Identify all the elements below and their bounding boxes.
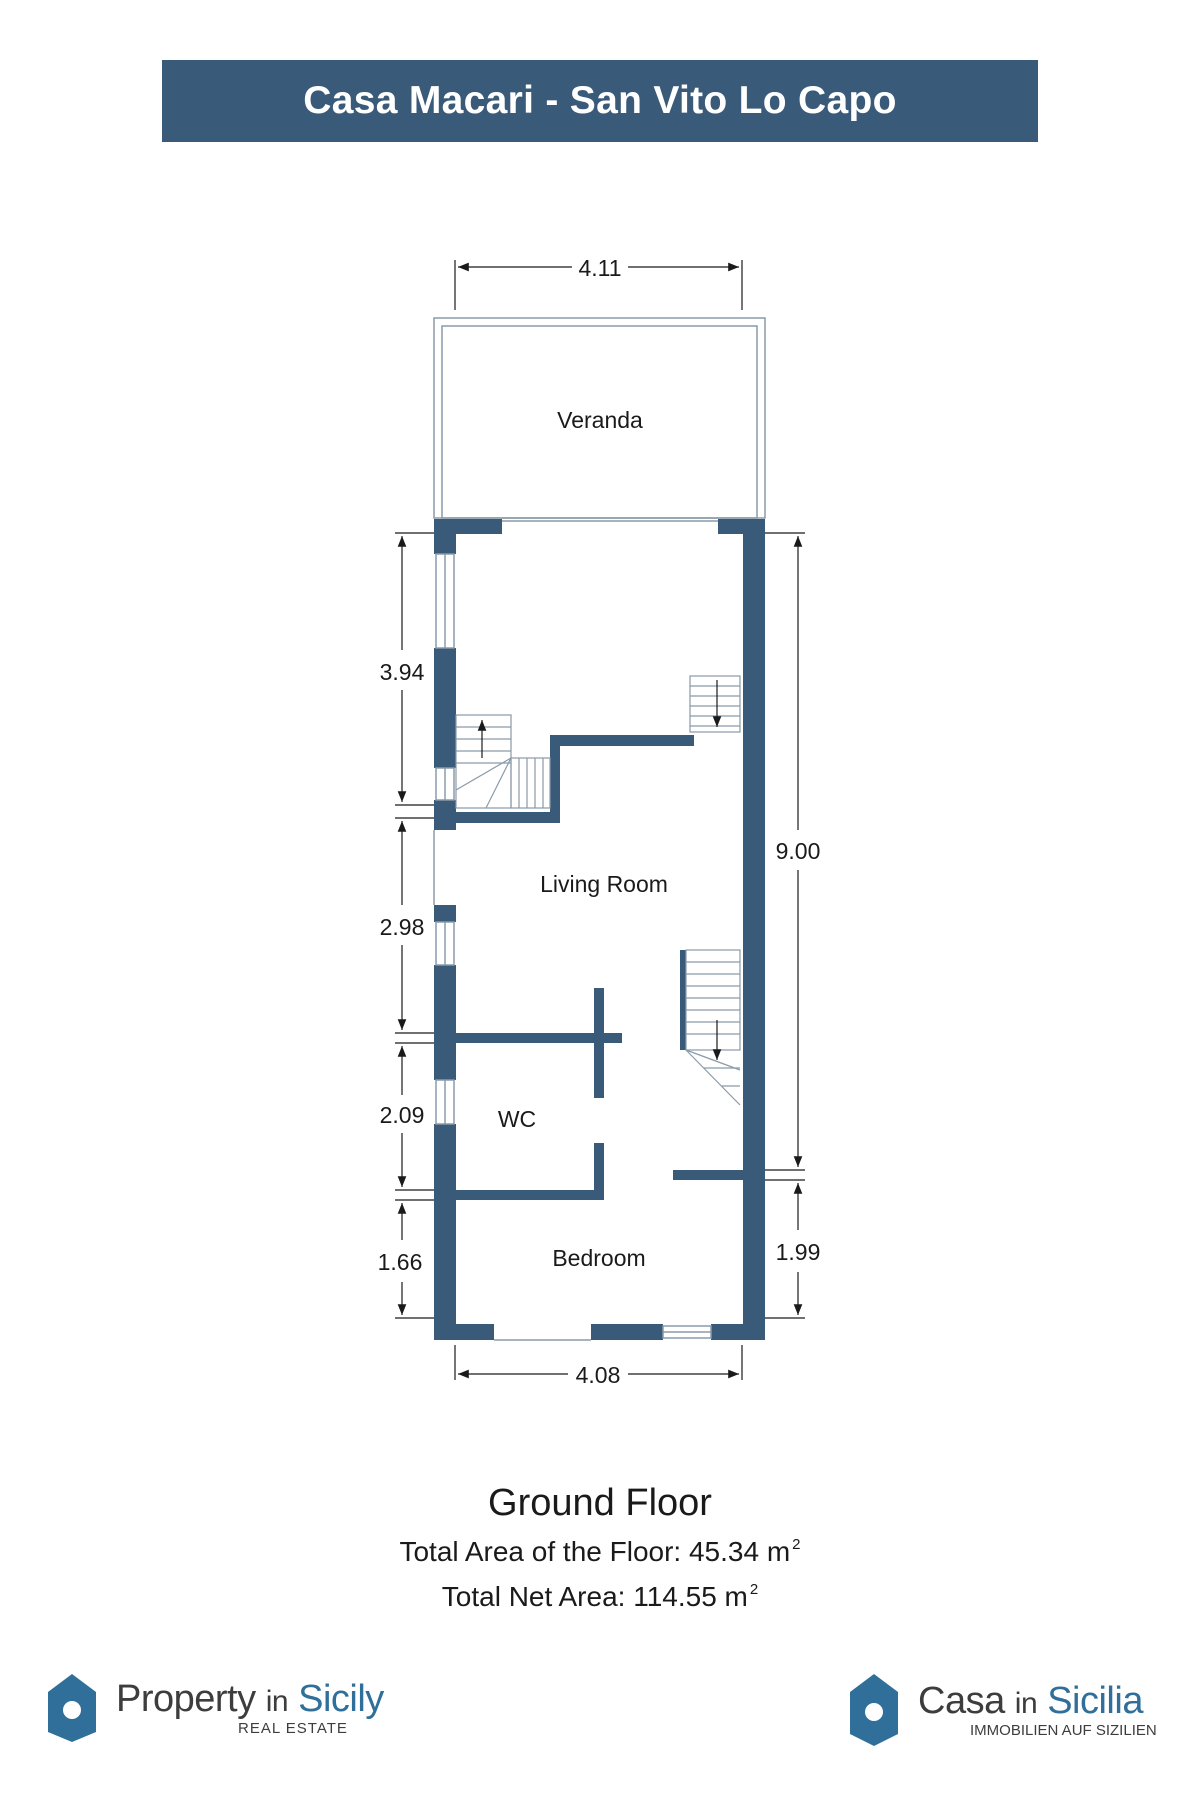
room-label-living-room: Living Room [540,871,668,897]
page-title: Casa Macari - San Vito Lo Capo [303,79,897,122]
logo-left-word-1: Property [116,1678,256,1720]
dimension-right-bottom: 1.99 [776,1239,821,1265]
stairs [455,675,741,1106]
total-area-unit-superscript: 2 [792,1536,801,1553]
casa-in-sicilia-wordmark: Casa in Sicilia IMMOBILIEN AUF SIZILIEN [918,1682,1157,1738]
dimension-left-wc: 2.09 [380,1102,425,1128]
openings [433,520,718,1341]
room-label-wc: WC [498,1106,536,1132]
logo-right-subtitle: IMMOBILIEN AUF SIZILIEN [970,1722,1157,1739]
logo-right-word-in: in [1014,1687,1038,1720]
logo-right-word-2: Sicilia [1047,1680,1143,1722]
dimension-top-width: 4.11 [578,255,621,281]
walls [434,519,765,1340]
veranda-outline [433,317,766,519]
logo-left-subtitle: REAL ESTATE [238,1720,348,1737]
room-label-veranda: Veranda [557,407,643,433]
net-area-unit-superscript: 2 [749,1581,759,1598]
dimension-bottom-width: 4.08 [576,1362,621,1388]
floor-title: Ground Floor [488,1482,712,1524]
title-banner: Casa Macari - San Vito Lo Capo [162,60,1038,142]
dimension-left-bottom: 1.66 [378,1249,423,1275]
floor-caption: Ground Floor Total Area of the Floor: 45… [0,1480,1200,1616]
net-area-text: Total Net Area: 114.55 m [441,1581,748,1612]
room-label-bedroom: Bedroom [552,1245,645,1271]
logo-left-word-2: Sicily [298,1678,384,1720]
casa-in-sicilia-logo: Casa in Sicilia IMMOBILIEN AUF SIZILIEN [848,1672,1157,1748]
logo-right-word-1: Casa [918,1680,1005,1722]
total-area-text: Total Area of the Floor: 45.34 m [399,1536,791,1567]
dimension-right-total: 9.00 [776,838,821,864]
dimension-lines [395,260,805,1380]
property-in-sicily-wordmark: Property in Sicily REAL ESTATE [116,1680,384,1736]
dimension-left-upper: 3.94 [380,659,425,685]
dimension-left-middle: 2.98 [380,914,425,940]
windows [435,553,712,1339]
house-pin-icon [48,1674,96,1742]
house-pin-icon [850,1674,898,1746]
property-in-sicily-logo: Property in Sicily REAL ESTATE [46,1672,384,1744]
logo-left-word-in: in [265,1685,289,1718]
